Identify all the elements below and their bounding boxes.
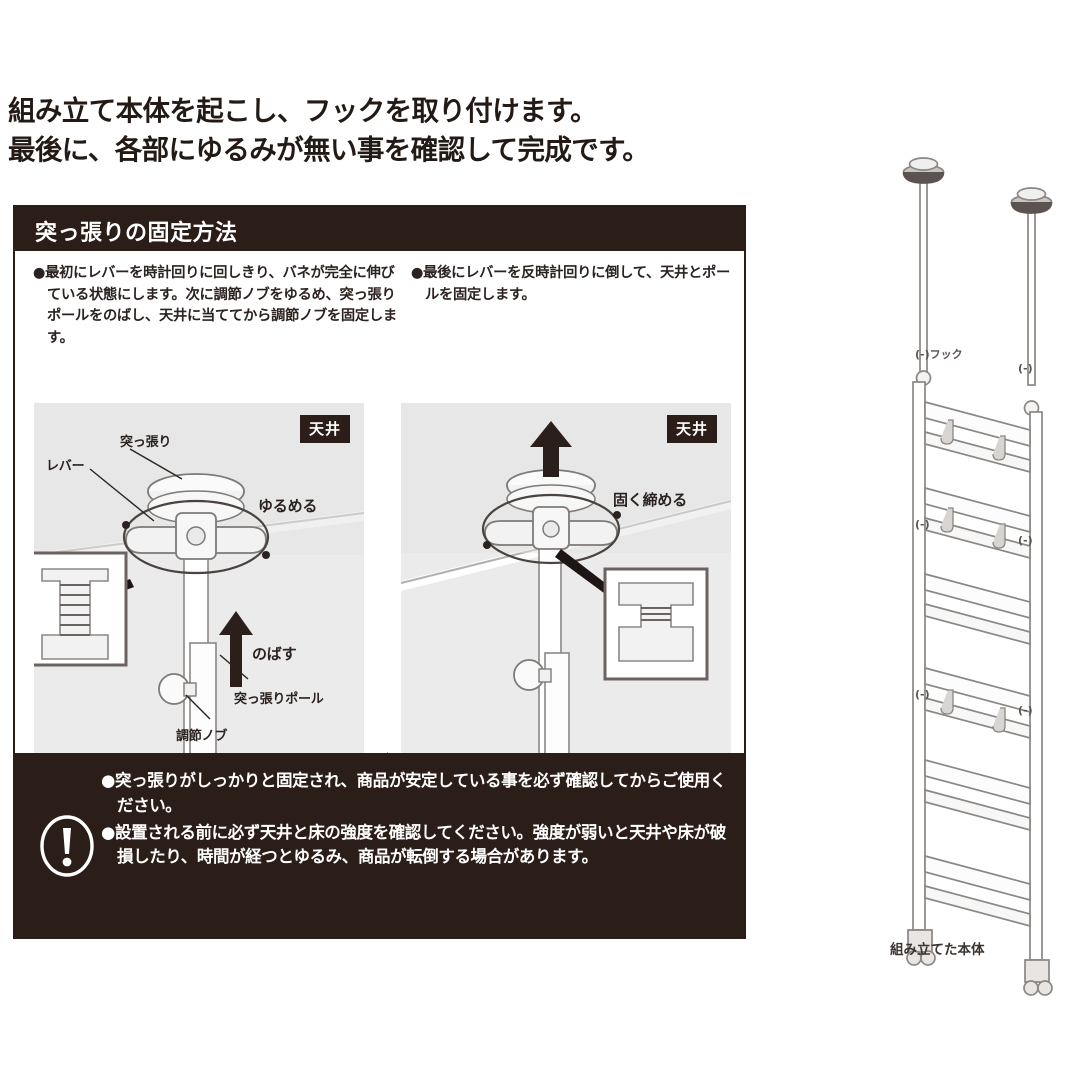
exclamation-icon [40,815,94,877]
ceiling-surface-illustration [34,403,364,755]
instruction-box: 突っ張りの固定方法 ●最初にレバーを時計回りに回しきり、バネが完全に伸びている状… [13,205,746,939]
label-loosen: ゆるめる [258,497,318,515]
ceiling-badge-right: 天井 [666,415,717,443]
page-headline: 組み立て本体を起こし、フックを取り付けます。 最後に、各部にゆるみが無い事を確認… [8,95,650,167]
box-header: 突っ張りの固定方法 [15,207,744,251]
hook-label-4: (-) [915,688,930,701]
diagram-panel-tighten: 天井 固く締める [401,403,731,755]
instruction-columns: ●最初にレバーを時計回りに回しきり、バネが完全に伸びている状態にします。次に調節… [15,253,744,393]
label-extend: のばす [252,645,297,663]
hook-label-2: (-) [915,518,930,531]
diagram-panel-loosen: 天井 突っ張り レバー ゆるめる のばす 突っ張りポール 調節ノブ [34,403,364,755]
assembled-product-illustration [902,157,1053,996]
hook-label-5: (-) [1018,704,1033,717]
label-tighten: 固く締める [613,491,688,509]
ceiling-badge-left: 天井 [299,415,350,443]
hook-label-3: (-) [1018,534,1033,547]
hook-label-1: (-) [1018,362,1033,375]
warning-line-1: ●突っ張りがしっかりと固定され、商品が安定している事を必ず確認してからご使用くだ… [101,771,726,815]
product-caption: 組み立てた本体 [890,942,985,958]
label-tsuppari: 突っ張り [120,435,172,450]
label-pole: 突っ張りポール [234,692,324,707]
warning-band: ●突っ張りがしっかりと固定され、商品が安定している事を必ず確認してからご使用くだ… [15,753,744,937]
label-lever: レバー [46,459,85,474]
warning-line-2: ●設置される前に必ず天井と床の強度を確認してください。強度が弱いと天井や床が破損… [101,822,726,867]
label-knob: 調節ノブ [176,729,228,744]
ceiling-surface-illustration-right [401,403,731,755]
warning-text: ●突っ張りがしっかりと固定され、商品が安定している事を必ず確認してからご使用くだ… [101,769,731,872]
hook-label-0: (-)フック [915,348,963,361]
box-header-title: 突っ張りの固定方法 [35,221,238,246]
instruction-text-left: ●最初にレバーを時計回りに回しきり、バネが完全に伸びている状態にします。次に調節… [33,263,403,350]
instruction-left-paragraph: ●最初にレバーを時計回りに回しきり、バネが完全に伸びている状態にします。次に調節… [33,265,397,347]
instruction-right-paragraph: ●最後にレバーを反時計回りに倒して、天井とポールを固定します。 [411,265,730,303]
instruction-text-right: ●最後にレバーを反時計回りに倒して、天井とポールを固定します。 [411,263,731,306]
diagram-row: 天井 突っ張り レバー ゆるめる のばす 突っ張りポール 調節ノブ [15,395,744,759]
